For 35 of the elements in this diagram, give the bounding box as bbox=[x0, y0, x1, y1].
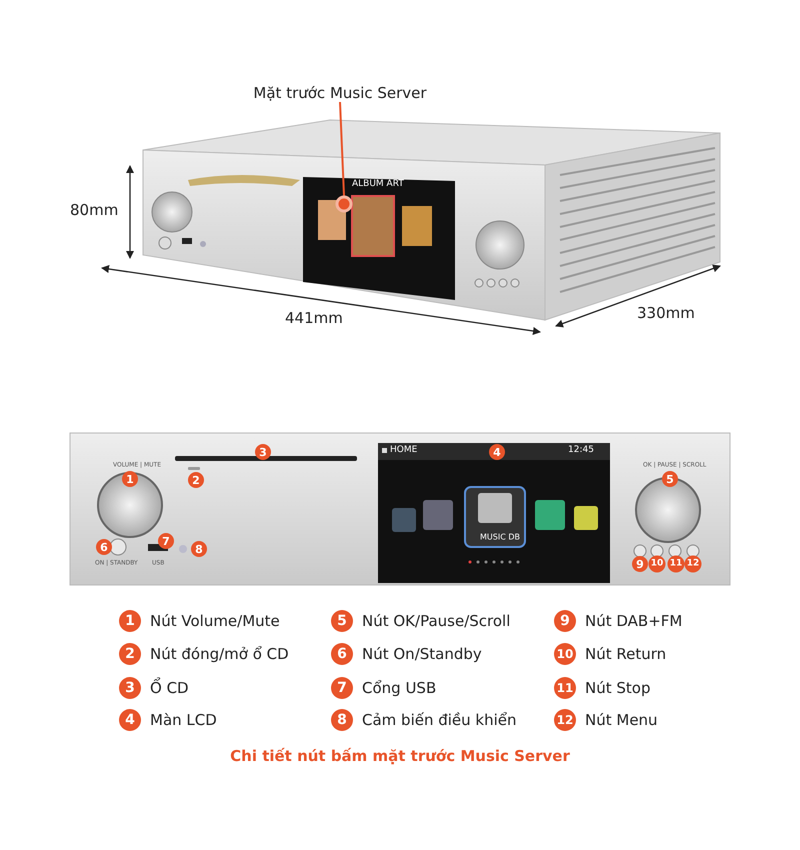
legend-text: Cảm biến điều khiển bbox=[362, 712, 517, 728]
screen-text: HOME bbox=[390, 446, 418, 456]
legend-text: Nút Stop bbox=[585, 680, 650, 696]
callout-number: 2 bbox=[119, 643, 141, 665]
legend-text: Nút OK/Pause/Scroll bbox=[362, 612, 510, 630]
legend-text: Ổ CD bbox=[150, 680, 189, 696]
callout-text: Mặt trước Music Server bbox=[253, 84, 427, 102]
legend-text: Cổng USB bbox=[362, 680, 436, 696]
legend-text: Nút đóng/mở ổ CD bbox=[150, 646, 289, 662]
caption: Chi tiết nút bấm mặt trước Music Server bbox=[230, 748, 570, 764]
screen-text: ALBUM ART bbox=[352, 180, 404, 190]
legend-text: Nút Return bbox=[585, 646, 666, 662]
legend-text: Nút DAB+FM bbox=[585, 612, 682, 630]
dimension-label: 330mm bbox=[637, 304, 695, 322]
legend-text: Nút Menu bbox=[585, 712, 658, 728]
callout-number: 7 bbox=[331, 677, 353, 699]
screen-text: 12:45 bbox=[568, 446, 594, 456]
legend-text: Màn LCD bbox=[150, 712, 217, 728]
callout-number: 3 bbox=[119, 677, 141, 699]
legend-text: Nút On/Standby bbox=[362, 646, 482, 662]
callout-number: 1 bbox=[119, 610, 141, 632]
callout-number: 6 bbox=[331, 643, 353, 665]
leader-line bbox=[339, 102, 345, 196]
target-dot bbox=[336, 196, 352, 212]
dimension-label: 441mm bbox=[285, 310, 343, 326]
callout-number: 12 bbox=[554, 709, 576, 731]
callout-number: 10 bbox=[554, 643, 576, 665]
screen-text: MUSIC DB bbox=[480, 534, 520, 542]
callout-number: 4 bbox=[119, 709, 141, 731]
legend-text: Nút Volume/Mute bbox=[150, 612, 280, 630]
callout-number: 11 bbox=[554, 677, 576, 699]
callout-number: 8 bbox=[331, 709, 353, 731]
dimension-label: 80mm bbox=[70, 202, 118, 218]
callout-number: 9 bbox=[554, 610, 576, 632]
callout-number: 5 bbox=[331, 610, 353, 632]
